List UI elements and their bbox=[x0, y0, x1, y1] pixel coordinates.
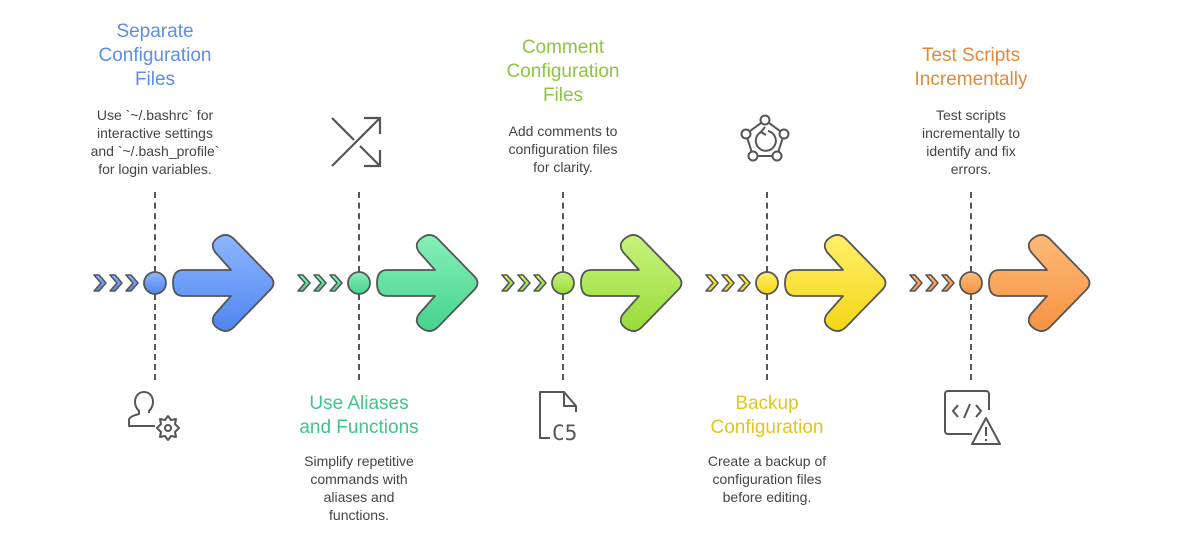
user-gear-icon bbox=[126, 388, 188, 455]
step-description-line: Add comments to bbox=[508, 123, 618, 139]
step-title-line: Configuration bbox=[506, 61, 620, 82]
step-description: Test scripts incrementally to identify and… bbox=[896, 106, 1046, 178]
step-arrow bbox=[784, 234, 887, 332]
step-description: Use `~/.bashrc` for interactive settings a… bbox=[80, 106, 230, 178]
step-title-line: Separate bbox=[116, 21, 194, 42]
step-description-line: Create a backup of bbox=[707, 453, 827, 469]
step-title-line: Incrementally bbox=[914, 69, 1028, 90]
step-arrow bbox=[172, 234, 275, 332]
step-description-line: for login variables. bbox=[98, 161, 212, 177]
chevron-icon bbox=[533, 274, 547, 292]
step-title-line: Configuration bbox=[710, 417, 824, 438]
step-description-line: and `~/.bash_profile` bbox=[90, 143, 220, 159]
connector-line bbox=[766, 192, 768, 272]
chevron-icon bbox=[909, 274, 923, 292]
step-description-line: interactive settings bbox=[97, 125, 213, 141]
step-title-line: and Functions bbox=[299, 417, 419, 438]
step-description-line: Simplify repetitive bbox=[304, 453, 414, 469]
chevron-icon bbox=[125, 274, 139, 292]
step-arrow bbox=[580, 234, 683, 332]
chevron-icon bbox=[93, 274, 107, 292]
chevron-icon bbox=[297, 274, 311, 292]
code-file-icon: C5 bbox=[534, 388, 596, 455]
connector-line bbox=[970, 192, 972, 272]
chevron-icon bbox=[501, 274, 515, 292]
step-description-line: configuration files bbox=[508, 141, 618, 157]
backup-network-icon bbox=[738, 114, 800, 181]
step-description-line: Use `~/.bashrc` for bbox=[96, 107, 214, 123]
step-description-line: incrementally to bbox=[921, 125, 1021, 141]
step-title-line: Use Aliases bbox=[309, 393, 409, 414]
step-description: Create a backup of configuration files bef… bbox=[692, 452, 842, 506]
chevron-icon bbox=[737, 274, 751, 292]
step-description: Add comments to configuration files for cl… bbox=[488, 122, 638, 176]
step-title-line: Files bbox=[542, 85, 584, 106]
chevron-icon bbox=[941, 274, 955, 292]
step-title-line: Comment bbox=[521, 37, 605, 58]
step-title-line: Configuration bbox=[98, 45, 212, 66]
connector-line bbox=[766, 294, 768, 380]
chevron-icon bbox=[721, 274, 735, 292]
chevron-icon bbox=[925, 274, 939, 292]
code-warning-icon bbox=[942, 388, 1004, 455]
step-title-line: Backup bbox=[735, 393, 799, 414]
chevron-icon bbox=[517, 274, 531, 292]
step-description-line: identify and fix bbox=[926, 143, 1016, 159]
step-arrow bbox=[988, 234, 1091, 332]
step-description-line: errors. bbox=[950, 161, 992, 177]
connector-line bbox=[154, 294, 156, 380]
step-title-line: Test Scripts bbox=[921, 45, 1021, 66]
connector-line bbox=[358, 192, 360, 272]
step-arrow bbox=[376, 234, 479, 332]
step-description-line: before editing. bbox=[722, 489, 812, 505]
chevron-icon bbox=[109, 274, 123, 292]
chevron-icon bbox=[329, 274, 343, 292]
shuffle-icon bbox=[330, 114, 392, 181]
step-description: Simplify repetitive commands with aliases … bbox=[284, 452, 434, 524]
step-description-line: for clarity. bbox=[533, 159, 593, 175]
chevron-icon bbox=[705, 274, 719, 292]
connector-line bbox=[970, 294, 972, 380]
step-title-line: Files bbox=[134, 69, 176, 90]
step-description-line: aliases and bbox=[323, 489, 395, 505]
step-description-line: Test scripts bbox=[935, 107, 1006, 123]
step-description-line: commands with bbox=[310, 471, 408, 487]
chevron-icon bbox=[313, 274, 327, 292]
step-description-line: configuration files bbox=[712, 471, 822, 487]
connector-line bbox=[358, 294, 360, 380]
connector-line bbox=[562, 294, 564, 380]
step-description-line: functions. bbox=[329, 507, 389, 523]
connector-line bbox=[154, 192, 156, 272]
arrow-row bbox=[93, 234, 1091, 332]
svg-text:C5: C5 bbox=[552, 421, 577, 445]
step-title: Use Aliases and Functions bbox=[284, 392, 434, 440]
connector-line bbox=[562, 192, 564, 272]
